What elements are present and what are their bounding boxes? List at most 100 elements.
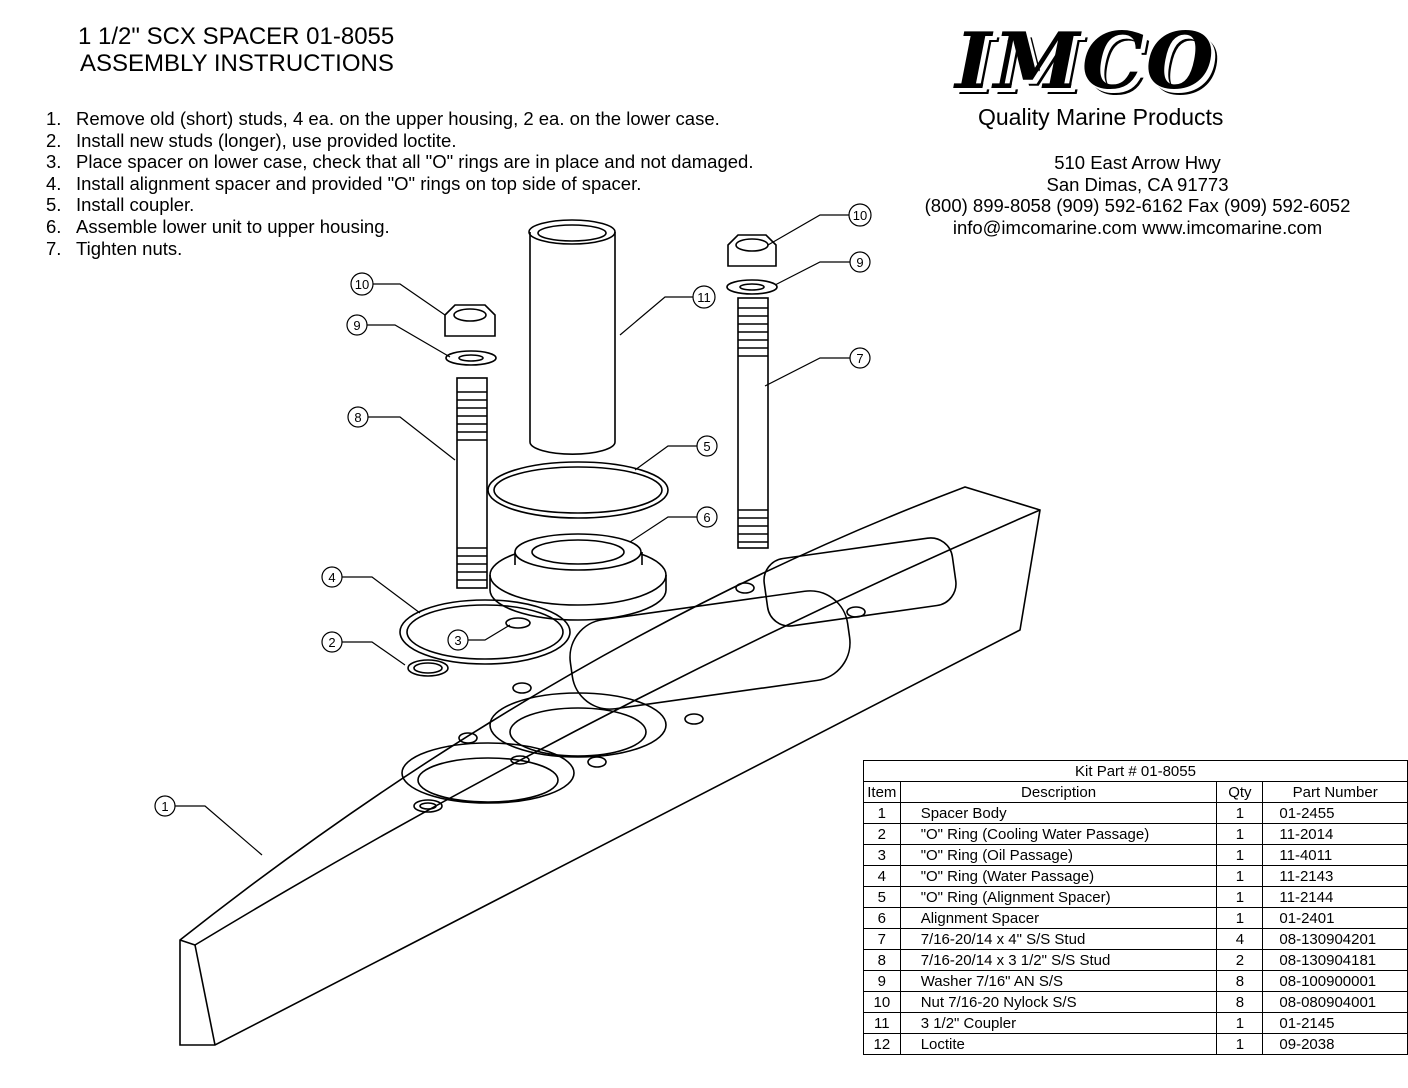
cell-part-number: 01-2455 — [1262, 802, 1408, 824]
cell-part-number: 08-130904201 — [1262, 928, 1408, 950]
instruction-step: 2. Install new studs (longer), use provid… — [46, 130, 753, 152]
callout-2: 2 — [321, 631, 406, 666]
cell-part-number: 08-130904181 — [1262, 949, 1408, 971]
cell-description: 7/16-20/14 x 3 1/2" S/S Stud — [899, 949, 1218, 971]
step-number: 7. — [46, 237, 62, 259]
cell-description: Alignment Spacer — [899, 907, 1218, 929]
col-header-description: Description — [899, 781, 1218, 803]
step-text: Install alignment spacer and provided "O… — [76, 172, 642, 194]
cell-qty: 8 — [1216, 991, 1264, 1013]
step-number: 2. — [46, 129, 62, 151]
alignment-spacer-part — [489, 533, 667, 621]
cell-part-number: 08-100900001 — [1262, 970, 1408, 992]
nut-left — [444, 304, 496, 337]
oring-cooling-water — [407, 659, 449, 677]
cell-qty: 1 — [1216, 844, 1264, 866]
cell-item: 10 — [863, 991, 901, 1013]
callout-1: 1 — [154, 795, 263, 856]
cell-item: 12 — [863, 1033, 901, 1055]
cell-part-number: 11-2144 — [1262, 886, 1408, 908]
col-header-item: Item — [863, 781, 901, 803]
callout-4: 4 — [321, 566, 421, 614]
svg-text:10: 10 — [853, 208, 867, 223]
col-header-qty: Qty — [1216, 781, 1264, 803]
instruction-step: 4. Install alignment spacer and provided … — [46, 173, 753, 195]
callout-7: 7 — [764, 347, 871, 387]
cell-qty: 1 — [1216, 802, 1264, 824]
step-text: Install coupler. — [76, 194, 195, 216]
cell-item: 9 — [863, 970, 901, 992]
cell-qty: 8 — [1216, 970, 1264, 992]
callout-5: 5 — [634, 435, 718, 471]
instruction-step: 1.Remove old (short) studs, 4 ea. on the… — [46, 108, 753, 130]
svg-text:10: 10 — [355, 277, 369, 292]
cell-qty: 1 — [1216, 907, 1264, 929]
cell-item: 8 — [863, 949, 901, 971]
instruction-step: 7. Tighten nuts. — [46, 238, 753, 260]
cell-description: "O" Ring (Cooling Water Passage) — [899, 823, 1218, 845]
web-line: info@imcomarine.com www.imcomarine.com — [952, 216, 1323, 238]
cell-item: 7 — [863, 928, 901, 950]
coupler-part — [528, 219, 616, 455]
doc-title: 1 1/2" SCX SPACER 01-8055 — [78, 23, 395, 50]
svg-text:7: 7 — [856, 351, 863, 366]
svg-text:5: 5 — [703, 439, 710, 454]
instruction-step: 5.Install coupler. — [46, 194, 753, 216]
kit-part-title: Kit Part # 01-8055 — [863, 760, 1408, 782]
callout-11: 11 — [619, 285, 716, 336]
step-number: 4. — [46, 172, 62, 194]
step-text: Install new studs (longer), use provided… — [76, 129, 457, 151]
cell-item: 4 — [863, 865, 901, 887]
cell-part-number: 09-2038 — [1262, 1033, 1408, 1055]
instruction-steps: 1.Remove old (short) studs, 4 ea. on the… — [46, 108, 753, 259]
cell-description: "O" Ring (Oil Passage) — [899, 844, 1218, 866]
step-text: Assemble lower unit to upper housing. — [76, 215, 390, 237]
callout-3: 3 — [447, 624, 511, 651]
cell-qty: 1 — [1216, 886, 1264, 908]
callout-10-left: 10 — [350, 272, 446, 316]
instruction-step: 3.Place spacer on lower case, check that… — [46, 151, 753, 173]
stud-short-left — [456, 377, 488, 589]
callout-10-right: 10 — [767, 203, 872, 246]
imco-logo: IMCO — [955, 16, 1216, 107]
cell-qty: 2 — [1216, 949, 1264, 971]
cell-description: "O" Ring (Water Passage) — [899, 865, 1218, 887]
nut-right — [727, 234, 777, 267]
cell-item: 1 — [863, 802, 901, 824]
cell-qty: 1 — [1216, 1012, 1264, 1034]
svg-text:9: 9 — [856, 255, 863, 270]
company-contact: 510 East Arrow Hwy San Dimas, CA 91773 (… — [880, 152, 1395, 238]
svg-text:3: 3 — [454, 633, 461, 648]
cell-qty: 1 — [1216, 865, 1264, 887]
step-text: Tighten nuts. — [76, 237, 183, 259]
cell-description: Spacer Body — [899, 802, 1218, 824]
cell-qty: 1 — [1216, 1033, 1264, 1055]
oring-water-passage — [399, 599, 571, 665]
callout-8: 8 — [347, 406, 456, 461]
col-header-part-number: Part Number — [1262, 781, 1408, 803]
callout-9-right: 9 — [774, 251, 871, 286]
company-tagline: Quality Marine Products — [978, 104, 1224, 130]
doc-subtitle: ASSEMBLY INSTRUCTIONS — [80, 50, 394, 77]
svg-text:8: 8 — [354, 410, 361, 425]
cell-description: Loctite — [899, 1033, 1218, 1055]
cell-description: 7/16-20/14 x 4" S/S Stud — [899, 928, 1218, 950]
cell-part-number: 01-2401 — [1262, 907, 1408, 929]
stud-long-right — [737, 297, 769, 549]
cell-part-number: 11-4011 — [1262, 844, 1408, 866]
washer-right — [726, 279, 778, 295]
cell-item: 3 — [863, 844, 901, 866]
parts-table: Kit Part # 01-8055 Item Description Qty … — [863, 760, 1408, 1055]
washer-left — [445, 350, 497, 366]
